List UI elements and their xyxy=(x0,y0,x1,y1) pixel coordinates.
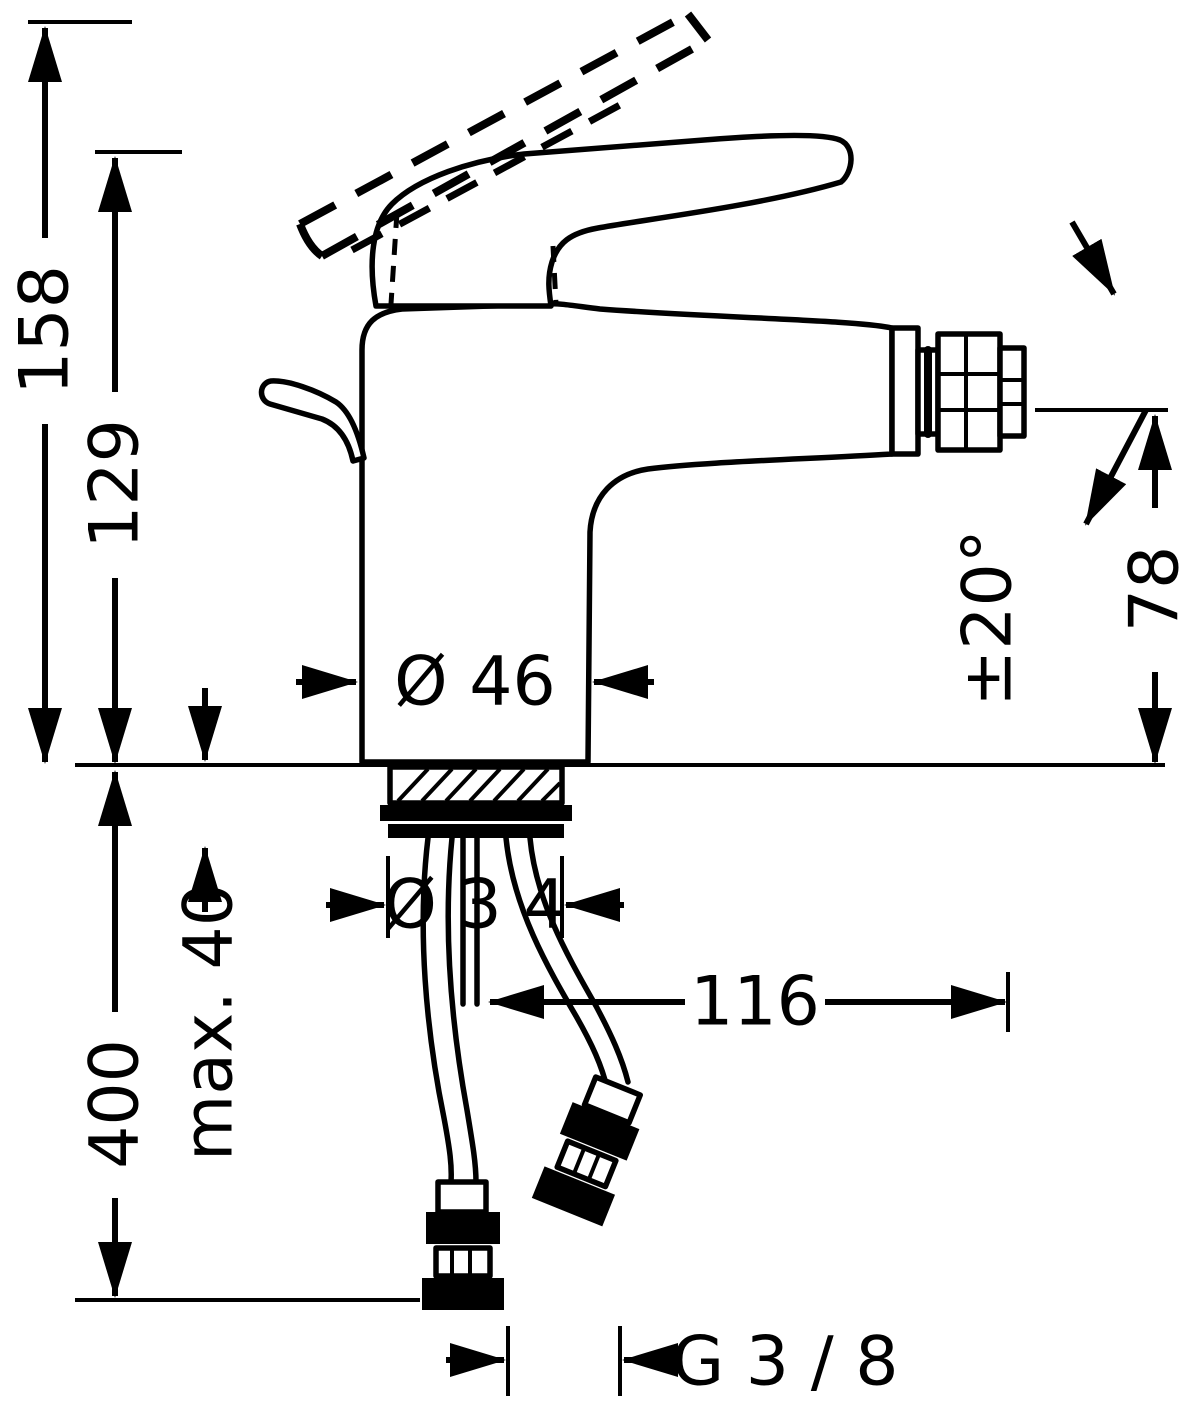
flex-hose-left xyxy=(420,835,479,1185)
dim-label-hose-length: 400 xyxy=(76,1039,155,1169)
lever-handle xyxy=(369,132,854,309)
extension-lines xyxy=(28,20,1168,1396)
hose-connector-right xyxy=(531,1074,644,1227)
dim-label-body-diameter: Ø 46 xyxy=(394,643,556,722)
dim-label-shank-diameter: Ø 3 4 xyxy=(383,866,566,945)
hose-connector-left xyxy=(422,1179,504,1310)
dim-label-spout-reach: 116 xyxy=(690,963,820,1042)
dimension-labels: 158 129 400 max. 40 78 ±20° Ø 46 Ø 3 4 1… xyxy=(6,265,1195,1401)
popup-rod-lever xyxy=(258,378,367,464)
dim-label-spout-angle: ±20° xyxy=(949,529,1028,707)
connection-rod xyxy=(460,835,480,1007)
dim-label-spout-height: 78 xyxy=(1116,546,1195,633)
dim-label-total-height: 158 xyxy=(6,265,85,395)
lever-handle-raised-dashed xyxy=(296,10,712,260)
mounting-shank xyxy=(380,764,572,838)
dimension-lines xyxy=(27,26,1172,1377)
dim-label-connection-thread: G 3 / 8 xyxy=(672,1323,899,1402)
faucet xyxy=(258,10,1027,1310)
aerator-outlet xyxy=(889,325,1027,457)
dim-label-max-mounting: max. 40 xyxy=(170,883,249,1161)
dim-label-body-height: 129 xyxy=(76,419,155,549)
